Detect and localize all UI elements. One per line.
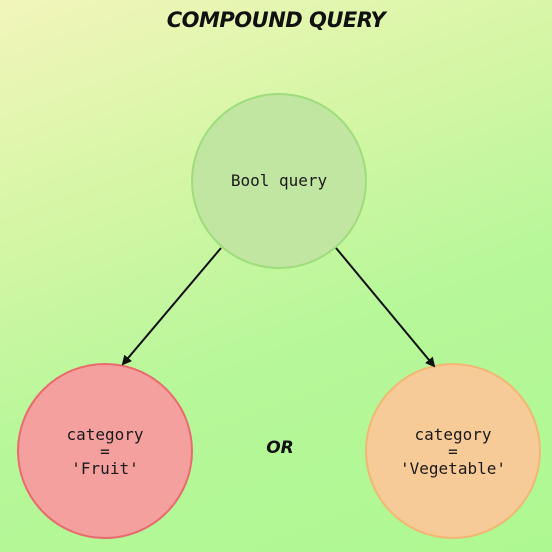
left-node-value: 'Fruit' [71,459,139,478]
root-node-circle [191,93,367,269]
left-node-field: category [66,425,144,444]
edge-root-to-right [335,247,436,368]
root-node-label: Bool query [230,171,328,190]
right-node-circle [365,363,541,539]
operator-label: OR [266,438,294,458]
diagram-title: COMPOUND QUERY [166,8,386,32]
right-node-operator: = [448,442,458,461]
edge-root-to-left [121,247,222,366]
right-node-value: 'Vegetable' [400,459,506,478]
left-node-operator: = [100,442,110,461]
left-node-circle [17,363,193,539]
right-node-field: category [414,425,492,444]
